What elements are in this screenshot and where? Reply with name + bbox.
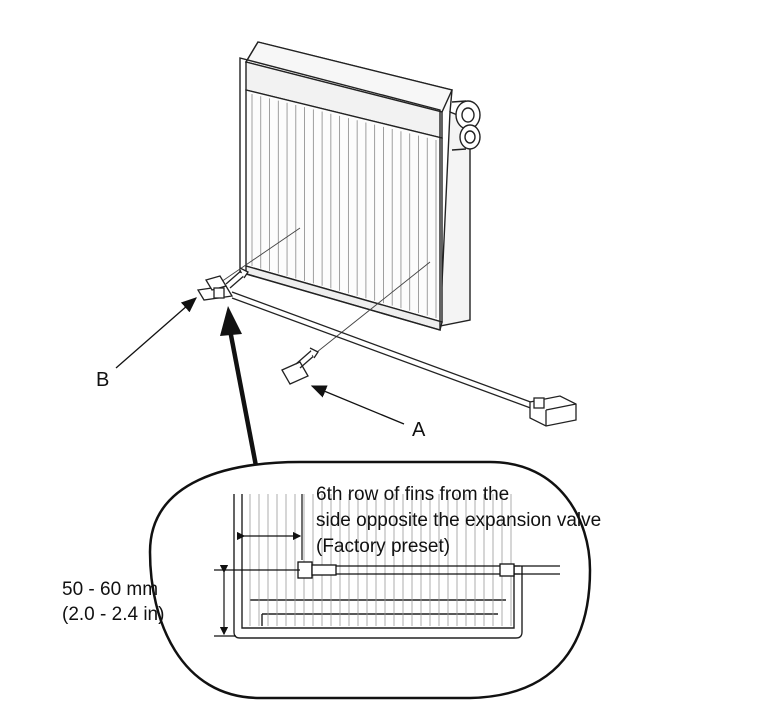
detail-evaporator (233, 494, 523, 639)
dimension-in: (2.0 - 2.4 in) (62, 604, 164, 625)
height-dimension (214, 564, 300, 637)
thermistor-sensor-a (281, 347, 319, 385)
leader-lines (217, 227, 431, 357)
detail-arrow (220, 306, 259, 467)
detail-view-border (148, 460, 592, 700)
dimension-mm: 50 - 60 mm (62, 579, 158, 600)
note-line-1: 6th row of fins from the (316, 484, 509, 505)
detail-fins (249, 494, 512, 626)
label-arrows (115, 297, 405, 425)
note-line-2: side opposite the expansion valve (316, 510, 601, 531)
fin-row-dimension (236, 494, 303, 560)
evaporator-fins (251, 94, 437, 318)
thermistor-sensor-b (196, 267, 249, 301)
wire-connector (529, 395, 577, 427)
note-line-3: (Factory preset) (316, 536, 450, 557)
detail-sensor (297, 561, 560, 579)
evaporator-core (239, 41, 481, 331)
label-a: A (412, 419, 426, 441)
sensor-wire (231, 291, 537, 411)
label-b: B (96, 369, 109, 391)
